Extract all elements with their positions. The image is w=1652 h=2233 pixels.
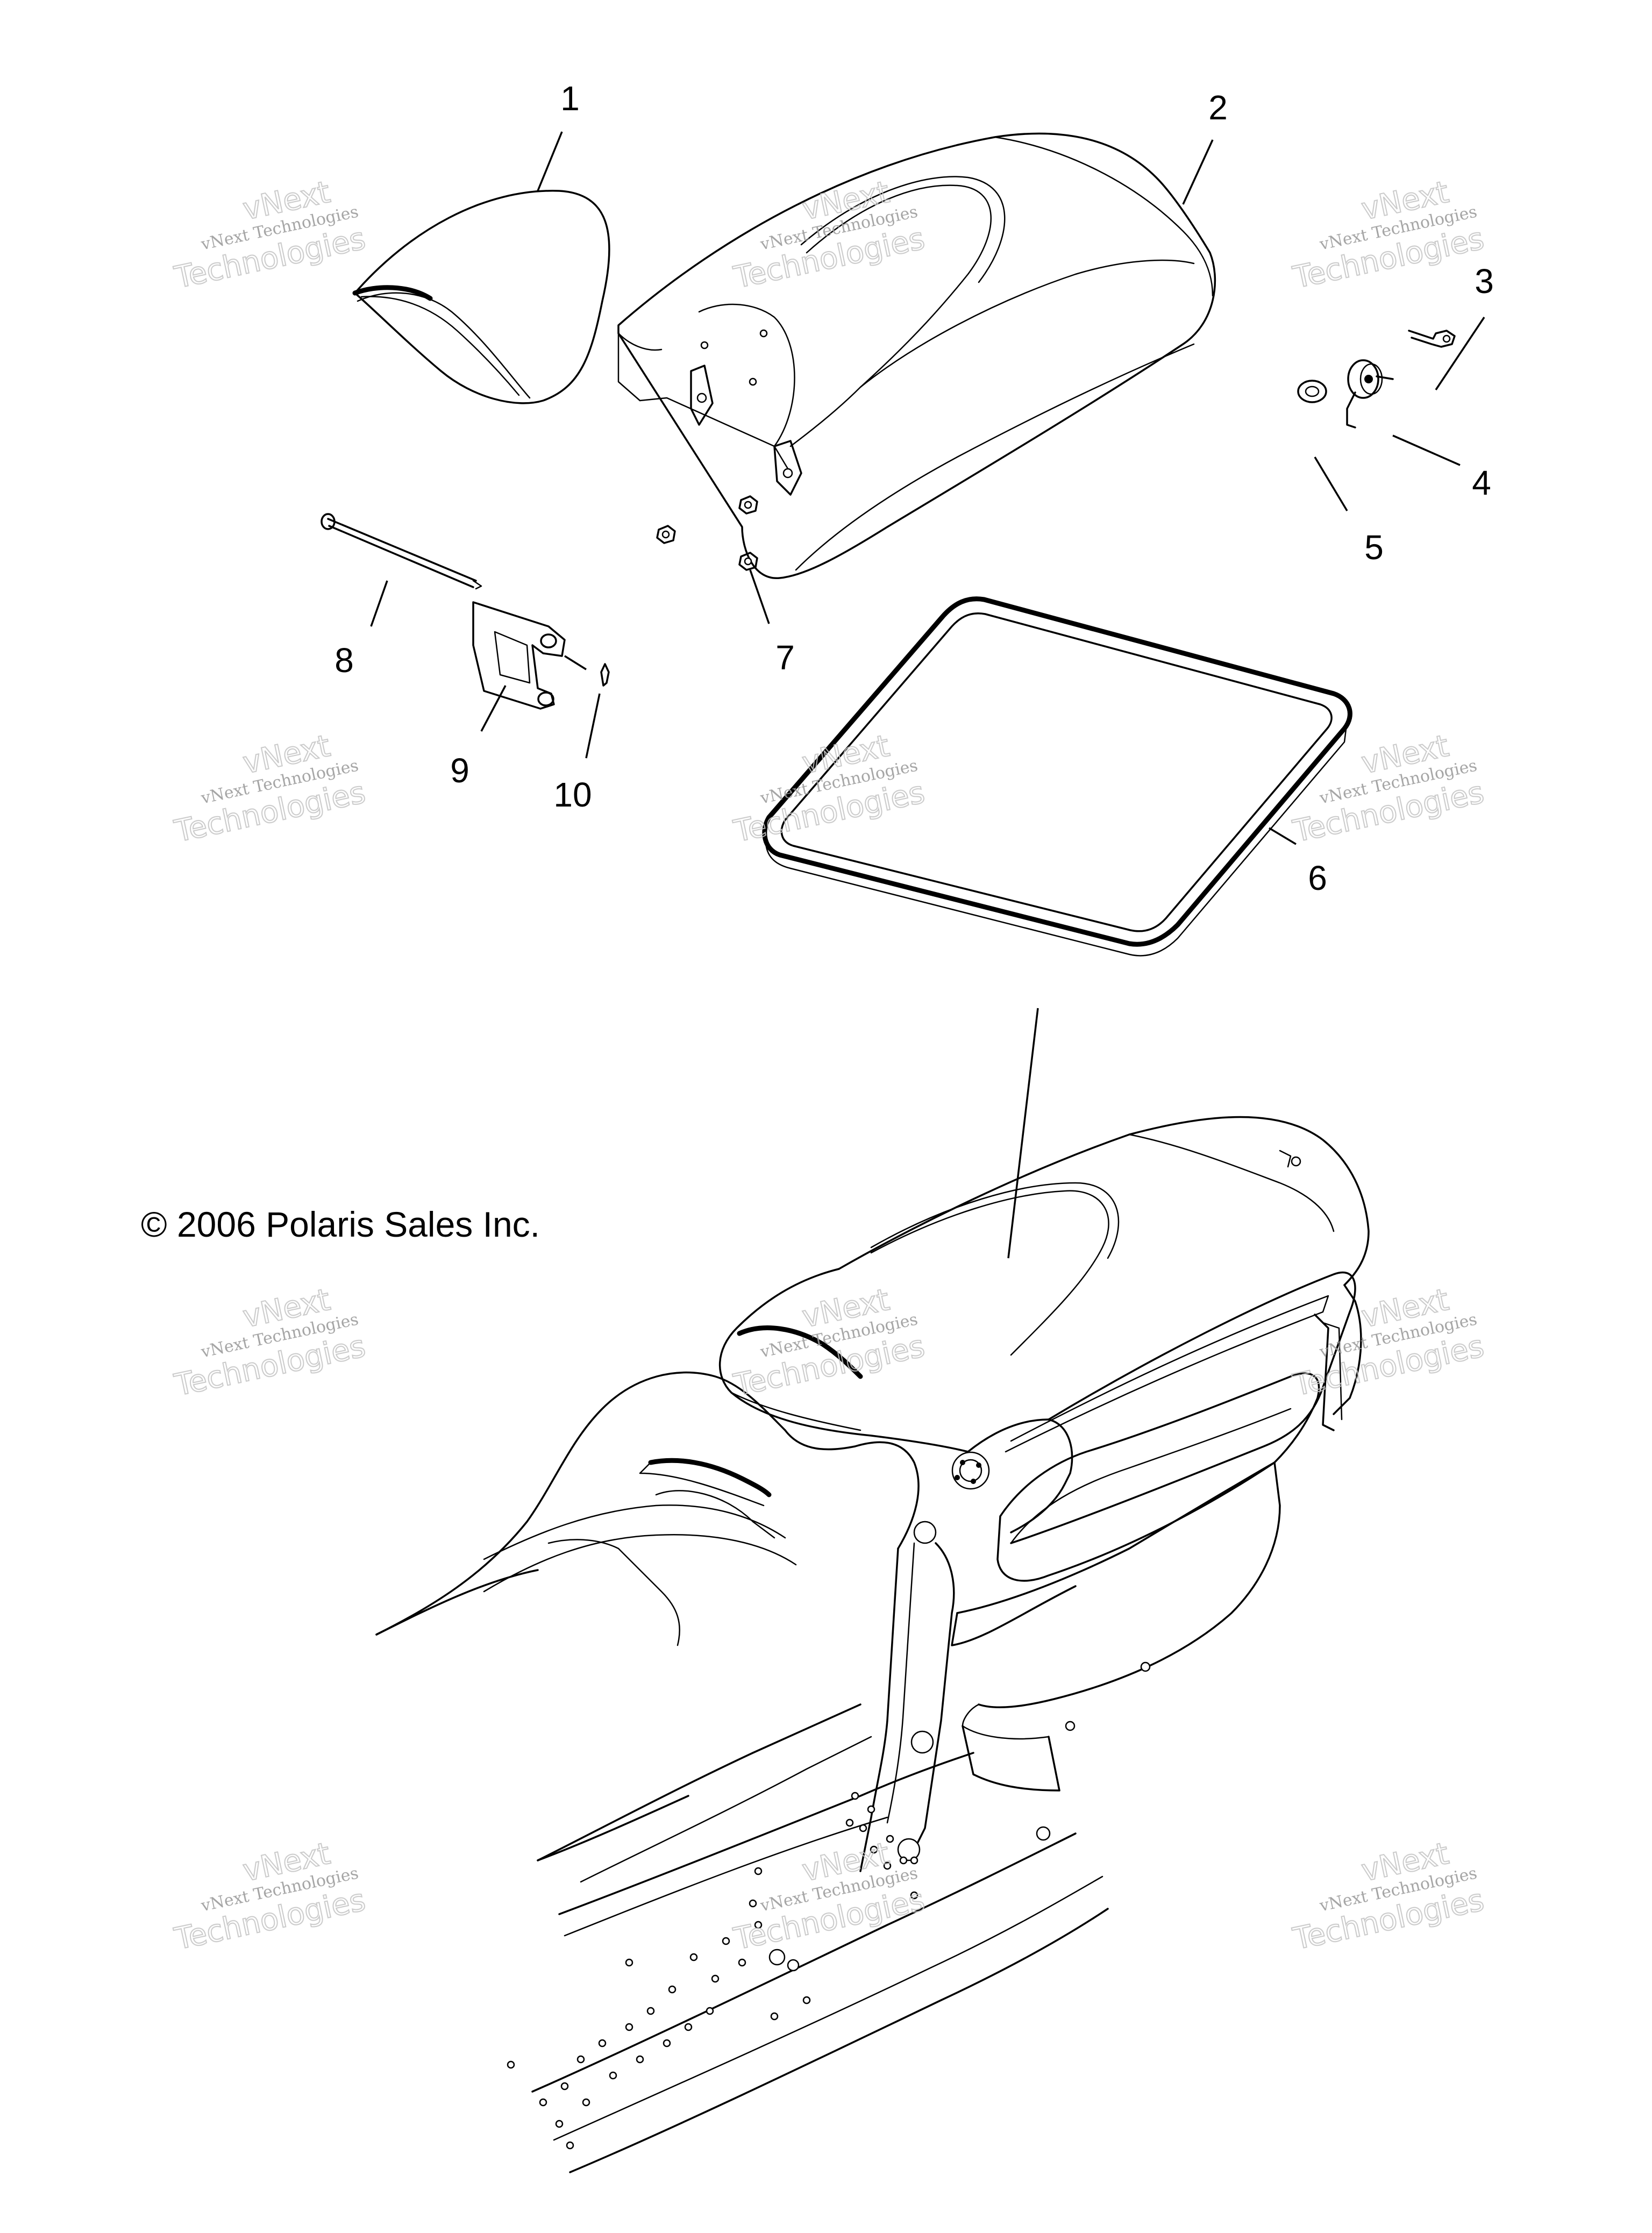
watermark: vNext vNext Technologies Technologies bbox=[730, 174, 928, 296]
watermark: vNext vNext Technologies Technologies bbox=[171, 728, 369, 850]
part-3-key[interactable] bbox=[1408, 330, 1456, 348]
callout-3: 3 bbox=[1475, 262, 1494, 301]
leader-lines bbox=[370, 131, 1485, 1259]
callout-9: 9 bbox=[450, 751, 469, 790]
watermark: vNext vNext Technologies Technologies bbox=[1290, 174, 1487, 296]
part-1-seat-hump[interactable] bbox=[352, 190, 610, 404]
watermark: vNext vNext Technologies Technologies bbox=[1290, 728, 1487, 850]
callout-6: 6 bbox=[1308, 859, 1327, 897]
part-7-nuts[interactable] bbox=[656, 495, 758, 571]
callout-7: 7 bbox=[775, 638, 795, 677]
part-2-seat-assembly[interactable] bbox=[617, 132, 1216, 579]
callout-2: 2 bbox=[1208, 88, 1228, 127]
part-4-lock[interactable] bbox=[1346, 359, 1394, 429]
watermark: vNext vNext Technologies Technologies bbox=[730, 1282, 928, 1404]
assembled-view bbox=[375, 1116, 1370, 2173]
callout-1: 1 bbox=[560, 79, 580, 118]
part-10-pin[interactable] bbox=[564, 655, 610, 687]
watermark: vNext vNext Technologies Technologies bbox=[171, 1282, 369, 1404]
watermark: vNext vNext Technologies Technologies bbox=[171, 1836, 369, 1958]
copyright-text: © 2006 Polaris Sales Inc. bbox=[141, 1204, 540, 1244]
watermark: vNext vNext Technologies Technologies bbox=[1290, 1836, 1487, 1958]
part-8-rod[interactable] bbox=[321, 513, 482, 590]
watermark: vNext vNext Technologies Technologies bbox=[171, 174, 369, 296]
callout-8: 8 bbox=[334, 641, 354, 680]
callout-10: 10 bbox=[553, 775, 592, 814]
watermark: vNext vNext Technologies Technologies bbox=[730, 728, 928, 850]
watermarks: vNext vNext Technologies Technologies vN… bbox=[171, 174, 1487, 1958]
part-5-washer[interactable] bbox=[1297, 380, 1327, 403]
callout-4: 4 bbox=[1472, 463, 1491, 502]
callout-labels: 1 2 3 4 5 6 7 8 9 10 bbox=[334, 79, 1494, 897]
watermark: vNext vNext Technologies Technologies bbox=[730, 1836, 928, 1958]
watermark: vNext vNext Technologies Technologies bbox=[1290, 1282, 1487, 1404]
part-6-seal[interactable] bbox=[762, 596, 1352, 957]
part-9-bracket[interactable] bbox=[472, 601, 566, 710]
callout-5: 5 bbox=[1364, 528, 1384, 567]
